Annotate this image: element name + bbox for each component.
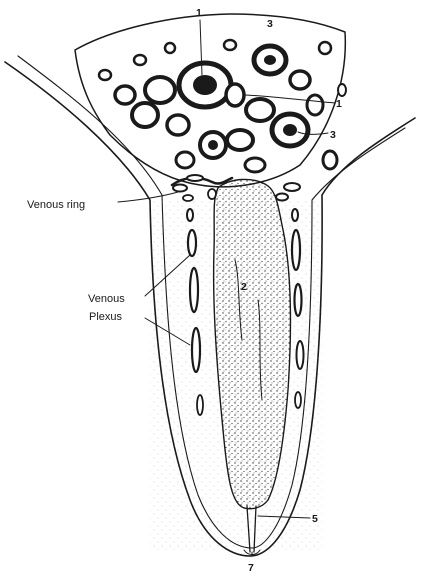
marker-1-right: 1 xyxy=(336,98,342,110)
marker-1-top: 1 xyxy=(196,7,202,19)
marker-2: 2 xyxy=(241,281,247,293)
bone-cells xyxy=(99,40,346,172)
label-venous-ring: Venous ring xyxy=(27,199,85,211)
label-venous-plexus-line1: Venous xyxy=(88,293,125,305)
marker-5: 5 xyxy=(312,513,318,525)
marker-3-right: 3 xyxy=(330,129,336,141)
marker-7: 7 xyxy=(248,562,254,574)
label-venous-plexus-line2: Plexus xyxy=(89,311,123,323)
marker-3-top: 3 xyxy=(267,18,273,30)
